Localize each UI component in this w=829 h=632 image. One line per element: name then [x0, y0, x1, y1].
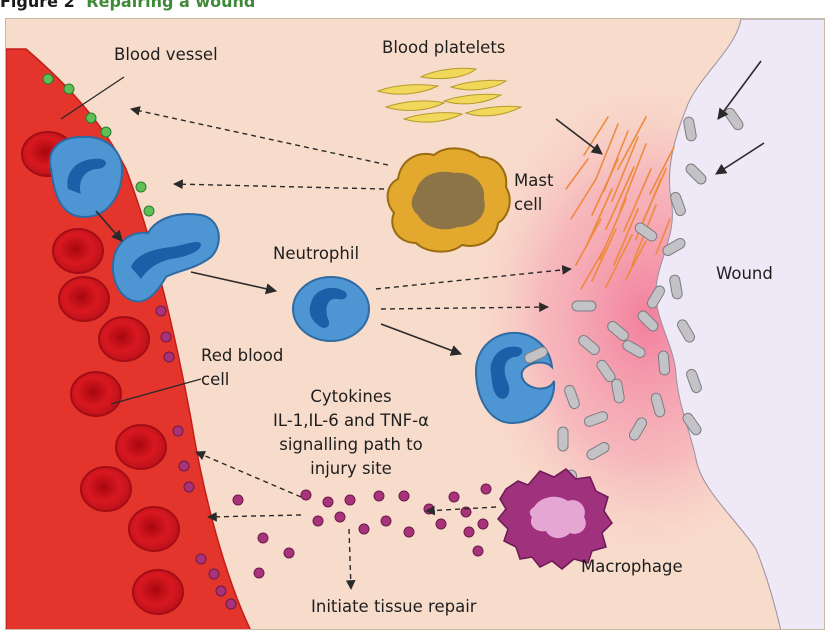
green-granule: [86, 113, 96, 123]
green-granule: [64, 84, 74, 94]
cytokine-dot: [164, 352, 174, 362]
label-cytokines-line3: signalling path to: [279, 435, 422, 454]
label-cytokines-line4: injury site: [310, 459, 392, 478]
green-granule: [144, 206, 154, 216]
red-blood-cell: [53, 229, 103, 273]
cytokine-dot: [374, 491, 384, 501]
cytokine-dot: [173, 426, 183, 436]
figure-header: Figure 2 Repairing a wound: [0, 0, 255, 14]
cytokine-dot: [233, 495, 243, 505]
label-cytokines-line2: IL-1,IL-6 and TNF-α: [273, 411, 429, 430]
label-mast-cell-line1: Mast: [514, 171, 554, 190]
cytokine-dot: [226, 599, 236, 609]
cytokine-dot: [209, 569, 219, 579]
red-blood-cell: [81, 467, 131, 511]
green-granule: [136, 182, 146, 192]
red-blood-cell: [99, 317, 149, 361]
label-red-blood-cell-line2: cell: [201, 370, 229, 389]
green-granule: [101, 127, 111, 137]
cytokine-dot: [284, 548, 294, 558]
figure-title: Repairing a wound: [86, 0, 255, 11]
red-blood-cell: [116, 425, 166, 469]
label-red-blood-cell-line1: Red blood: [201, 346, 283, 365]
cytokine-dot: [424, 504, 434, 514]
neutrophil-center: [293, 277, 369, 341]
cytokine-dot: [313, 516, 323, 526]
diagram-panel: Blood vessel Blood platelets Mast cell N…: [5, 18, 825, 630]
cytokine-dot: [323, 497, 333, 507]
mast-cell: [388, 148, 510, 251]
cytokine-dot: [404, 527, 414, 537]
green-granule: [43, 74, 53, 84]
label-initiate-tissue-repair: Initiate tissue repair: [311, 597, 477, 616]
cytokine-dot: [464, 527, 474, 537]
cytokine-dot: [359, 524, 369, 534]
cytokine-dot: [473, 546, 483, 556]
label-blood-vessel: Blood vessel: [114, 45, 218, 64]
cytokine-dot: [436, 519, 446, 529]
cytokine-dot: [481, 484, 491, 494]
red-blood-cell: [133, 570, 183, 614]
red-blood-cell: [59, 277, 109, 321]
bacterium: [572, 301, 596, 311]
cytokine-dot: [301, 490, 311, 500]
cytokine-dot: [335, 512, 345, 522]
cytokine-dot: [179, 461, 189, 471]
cytokine-dot: [258, 533, 268, 543]
cytokine-dot: [449, 492, 459, 502]
cytokine-dot: [478, 519, 488, 529]
label-macrophage: Macrophage: [581, 557, 683, 576]
cytokine-dot: [184, 482, 194, 492]
cytokine-dot: [216, 586, 226, 596]
figure-number: Figure 2: [0, 0, 75, 11]
cytokine-dot: [345, 495, 355, 505]
cytokine-dot: [381, 516, 391, 526]
cytokine-dot: [196, 554, 206, 564]
label-wound: Wound: [716, 264, 773, 283]
red-blood-cell: [71, 372, 121, 416]
bacterium: [658, 351, 670, 376]
label-cytokines-line1: Cytokines: [310, 387, 391, 406]
wound-repair-diagram: Blood vessel Blood platelets Mast cell N…: [6, 19, 825, 630]
label-neutrophil: Neutrophil: [273, 244, 359, 263]
neutrophil-in-vessel: [50, 137, 122, 217]
red-blood-cell: [129, 507, 179, 551]
cytokine-dot: [399, 491, 409, 501]
bacterium: [558, 427, 568, 451]
cytokine-dot: [156, 306, 166, 316]
cytokine-dot: [161, 332, 171, 342]
label-mast-cell-line2: cell: [514, 195, 542, 214]
cytokine-dot: [254, 568, 264, 578]
label-blood-platelets: Blood platelets: [382, 38, 505, 57]
